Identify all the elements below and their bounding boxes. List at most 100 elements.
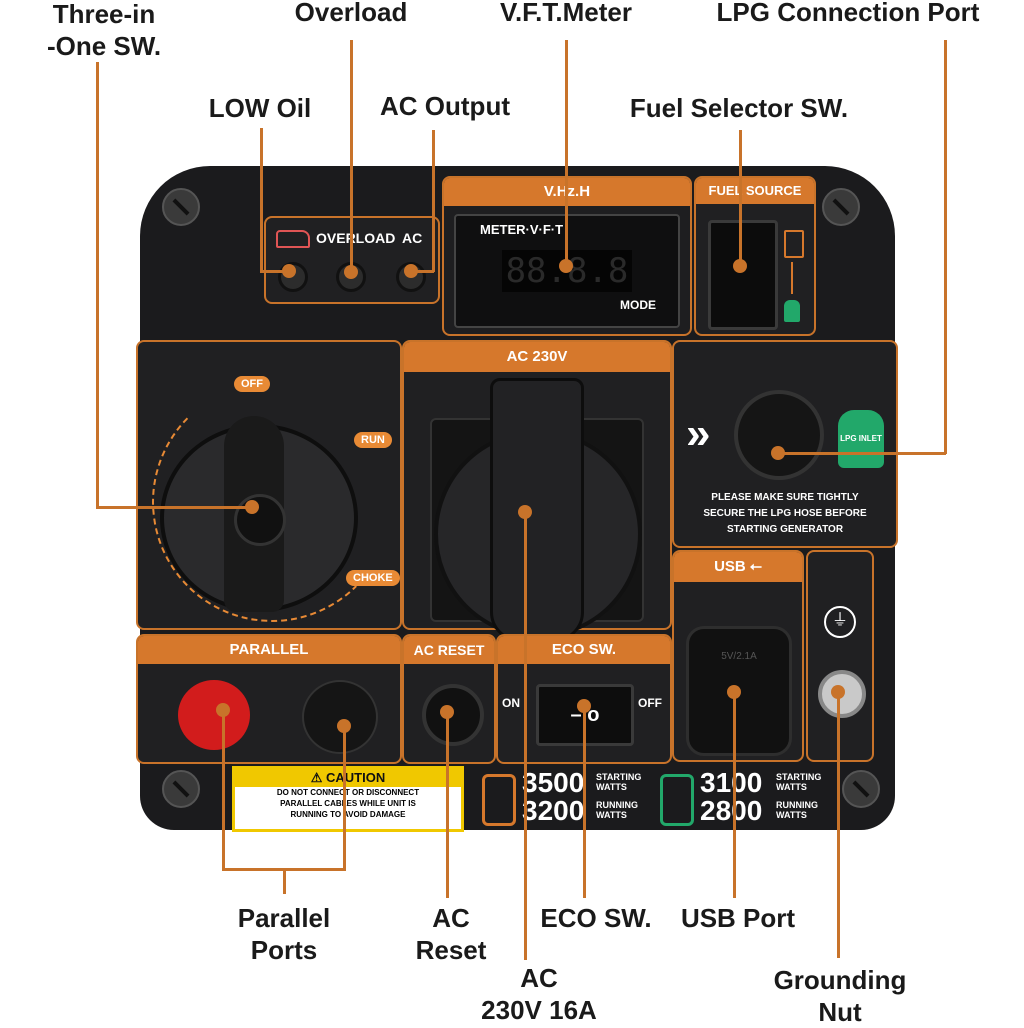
gas-running-watts: 3200 (522, 795, 585, 826)
leader-dot-eco (577, 699, 591, 713)
ac-reset-button[interactable] (422, 684, 484, 746)
callout-ac-reset: AC Reset (396, 902, 506, 966)
leader-usb (733, 692, 736, 898)
lpg-tank-icon (784, 300, 800, 322)
lpg-connection-port[interactable] (734, 390, 824, 480)
leader-dot-lpg-port (771, 446, 785, 460)
gas-pump-rating-icon (482, 774, 516, 826)
outlet-cover-flap[interactable] (490, 378, 584, 642)
leader-dot-ac-230 (518, 505, 532, 519)
callout-vft-meter: V.F.T.Meter (500, 0, 632, 27)
callout-grounding-line1: Grounding (773, 965, 907, 995)
callout-grounding-line2: Nut (818, 997, 862, 1027)
leader-lpg-port-h (778, 452, 946, 455)
ac-reset-panel: AC RESET (402, 634, 496, 764)
leader-parallel-red (222, 710, 225, 870)
lpg-rating-icon (660, 774, 694, 826)
callout-ac-reset-line1: AC (432, 903, 470, 933)
caution-label: ⚠ CAUTION DO NOT CONNECT OR DISCONNECT P… (232, 766, 464, 832)
parallel-port-red[interactable] (178, 680, 250, 750)
fuel-source-header: FUEL SOURCE (696, 178, 814, 204)
lpg-tank-icon-large: LPG INLET (838, 410, 884, 468)
overload-indicator-label: OVERLOAD (316, 230, 396, 246)
callout-lpg-port: LPG Connection Port (716, 0, 980, 27)
fuel-selector-panel: FUEL SOURCE (694, 176, 816, 336)
leader-vft-meter (565, 40, 568, 266)
ac-indicator-label: AC (402, 230, 423, 246)
chevron-right-icon: » (686, 409, 711, 458)
leader-dot-grounding (831, 685, 845, 699)
knob-center (234, 494, 286, 546)
leader-dot-parallel-black (337, 719, 351, 733)
three-in-one-switch-panel: OFF RUN CHOKE (136, 340, 402, 630)
parallel-panel: PARALLEL (136, 634, 402, 764)
ac230-header: AC 230V (404, 342, 670, 372)
switch-choke-label: CHOKE (346, 570, 400, 586)
fuel-selector-switch[interactable] (708, 220, 778, 330)
gas-starting-watts: 3500 (522, 767, 585, 798)
leader-dot-vft-meter (559, 259, 573, 273)
callout-low-oil: LOW Oil (208, 93, 312, 123)
leader-parallel-stem (283, 868, 286, 894)
caution-line1: DO NOT CONNECT OR DISCONNECT (276, 788, 420, 797)
usb-icon: ⭠ (749, 558, 762, 575)
switch-arc-dashed (152, 382, 392, 622)
eco-on-label: ON (502, 696, 520, 710)
leader-ac-output-h (412, 270, 434, 273)
lpg-notice: PLEASE MAKE SURE TIGHTLY SECURE THE LPG … (682, 490, 888, 538)
leader-ac-output (432, 130, 435, 272)
callout-ac-230-line1: AC (520, 963, 558, 993)
leader-dot-usb (727, 685, 741, 699)
switch-run-label: RUN (354, 432, 392, 448)
meter-mode-label[interactable]: MODE (620, 298, 656, 312)
leader-dot-fuel-selector (733, 259, 747, 273)
three-in-one-knob[interactable] (160, 416, 358, 612)
usb-port-cover[interactable]: 5V/2.1A (686, 626, 792, 756)
usb-cover-label: 5V/2.1A (721, 651, 757, 662)
lpg-running-watts: 2800 (700, 795, 763, 826)
callout-usb-port: USB Port (680, 903, 796, 933)
switch-arrows-icon (791, 262, 793, 294)
lpg-starting-label: STARTING WATTS (776, 772, 822, 792)
gas-starting-label: STARTING WATTS (596, 772, 642, 792)
ground-symbol-icon: ⏚ (824, 606, 856, 638)
leader-dot-ac-reset (440, 705, 454, 719)
usb-panel: USB ⭠ 5V/2.1A (672, 550, 804, 762)
screw-bottom-left (162, 770, 200, 808)
callout-three-in-one-line1: Three-in (52, 0, 156, 29)
ground-panel: ⏚ (806, 550, 874, 762)
lpg-inlet-panel: » LPG INLET PLEASE MAKE SURE TIGHTLY SEC… (672, 340, 898, 548)
control-panel: OVERLOAD AC V.Hz.H METER·V·F·T 88.8.8 MO… (136, 166, 898, 832)
parallel-header: PARALLEL (138, 636, 400, 664)
callout-three-in-one-line2: -One SW. (46, 31, 162, 61)
oil-can-icon (276, 230, 310, 248)
leader-grounding (837, 692, 840, 958)
switch-off-label: OFF (234, 376, 270, 392)
usb-header-label: USB (714, 558, 746, 575)
callout-ac-230: AC 230V 16A (454, 962, 624, 1026)
leader-lpg-port (944, 40, 947, 454)
meter-label: METER·V·F·T (480, 222, 564, 237)
ac-outlet-panel: AC 230V (402, 340, 672, 642)
lpg-starting-watts: 3100 (700, 767, 763, 798)
ac-reset-header: AC RESET (404, 636, 494, 664)
leader-dot-ac-output (404, 264, 418, 278)
callout-three-in-one: Three-in -One SW. (24, 0, 184, 62)
callout-eco-sw: ECO SW. (540, 903, 652, 933)
lpg-running-label: RUNNING WATTS (776, 800, 818, 820)
usb-header: USB ⭠ (674, 552, 802, 582)
leader-overload (350, 40, 353, 272)
leader-dot-parallel-red (216, 703, 230, 717)
parallel-port-black[interactable] (302, 680, 378, 754)
leader-parallel-black (343, 726, 346, 870)
callout-grounding: Grounding Nut (758, 964, 922, 1028)
callout-parallel-ports-line2: Ports (250, 935, 318, 965)
leader-low-oil (260, 128, 263, 272)
caution-title: ⚠ CAUTION (235, 769, 461, 787)
leader-dot-low-oil (282, 264, 296, 278)
screw-top-left (162, 188, 200, 226)
leader-fuel-selector (739, 130, 742, 266)
lpg-notice-line3: STARTING GENERATOR (726, 524, 844, 535)
leader-ac-reset (446, 712, 449, 898)
leader-ac-230 (524, 512, 527, 960)
